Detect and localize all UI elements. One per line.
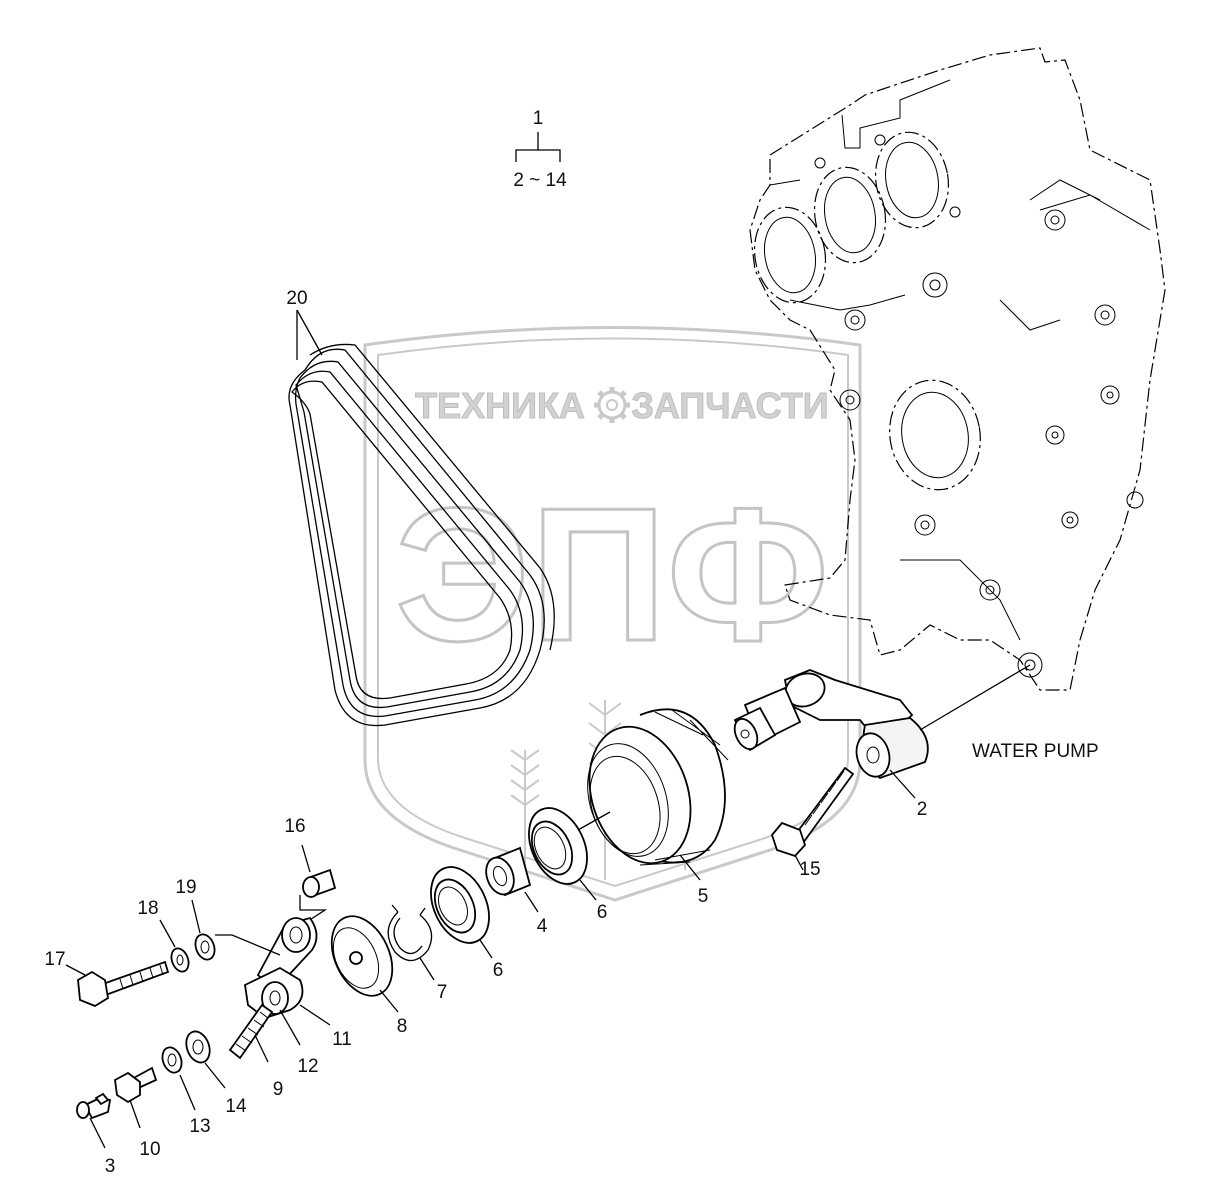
- watermark: ТЕХНИКА ЗАПЧАСТИ ЭПФ: [363, 326, 862, 902]
- part-19-washer: [194, 933, 216, 961]
- callout-16: 16: [284, 816, 305, 837]
- part-2-tensioner-arm: [733, 669, 929, 780]
- watermark-shield: [363, 326, 862, 902]
- part-3-grease-nipple: [76, 1092, 112, 1120]
- part-18-lock-washer: [170, 947, 190, 973]
- part-9-adjusting-screw: [228, 1003, 274, 1060]
- callout-4: 4: [537, 916, 548, 937]
- callout-7: 7: [437, 982, 448, 1003]
- part-10-bolt: [114, 1066, 158, 1104]
- part-14-washer: [185, 1030, 211, 1064]
- watermark-text-right: ЗАПЧАСТИ: [631, 385, 828, 426]
- watermark-gear-icon: [594, 387, 630, 423]
- callout-2: 2: [917, 799, 928, 820]
- part-11-bracket: [244, 916, 318, 1020]
- callout-3: 3: [105, 1156, 116, 1177]
- callout-15: 15: [799, 859, 820, 880]
- assembly-group-mark: 1 2 ~ 14: [513, 108, 567, 191]
- part-8-dust-cover: [330, 915, 394, 997]
- callout-12: 12: [297, 1056, 318, 1077]
- callout-6a: 6: [597, 902, 608, 923]
- assembly-parent-number: 1: [533, 108, 544, 129]
- callout-5: 5: [698, 886, 709, 907]
- callout-9: 9: [273, 1079, 284, 1100]
- part-7-snap-ring: [387, 904, 433, 962]
- watermark-text-left: ТЕХНИКА: [415, 385, 585, 426]
- callout-14: 14: [225, 1096, 247, 1117]
- watermark-text-big: ЭПФ: [395, 469, 829, 681]
- callout-19: 19: [175, 877, 196, 898]
- part-5-pulley: [587, 708, 729, 866]
- part-13-lock-washer: [161, 1046, 183, 1074]
- callout-10: 10: [139, 1139, 160, 1160]
- callout-8: 8: [397, 1016, 408, 1037]
- callout-17: 17: [44, 949, 65, 970]
- part-16-bushing: [302, 868, 337, 898]
- callout-6b: 6: [493, 960, 504, 981]
- callout-20: 20: [286, 288, 307, 309]
- callout-13: 13: [189, 1116, 210, 1137]
- callout-11: 11: [332, 1029, 352, 1050]
- part-6-bearing-lower: [430, 866, 490, 944]
- assembly-range-label: 2 ~ 14: [513, 170, 567, 191]
- part-17-bolt: [77, 960, 170, 1008]
- water-pump-label: WATER PUMP: [972, 741, 1099, 762]
- engine-front-cover: [749, 47, 1166, 691]
- part-6-bearing-upper: [528, 807, 588, 885]
- part-4-spacer: [485, 846, 532, 897]
- part-20-v-belt: [288, 343, 555, 727]
- part-15-bolt: [770, 766, 855, 858]
- callout-18: 18: [137, 898, 158, 919]
